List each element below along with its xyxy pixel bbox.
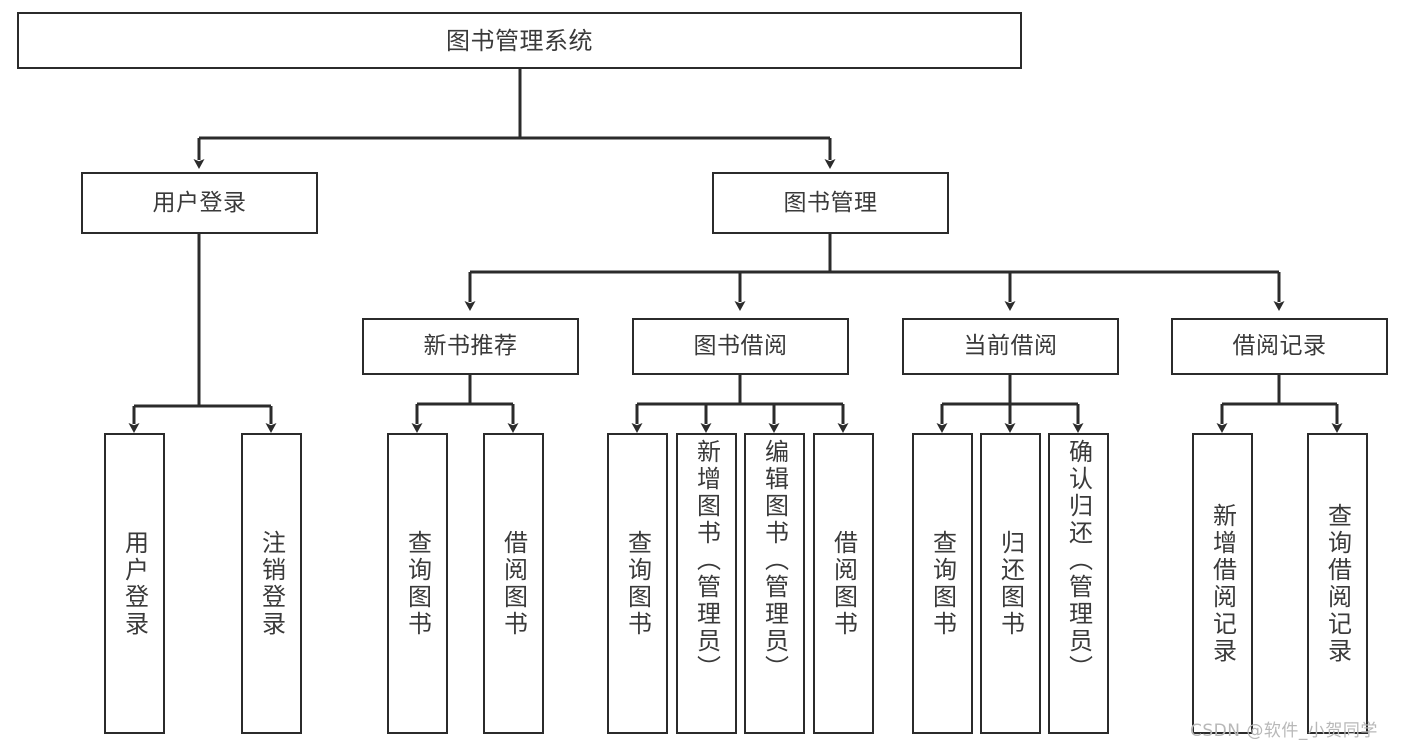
node-label: 借阅记录 bbox=[1232, 333, 1327, 359]
node-label: 确认归还（管理员） bbox=[1064, 439, 1093, 682]
leaf-borrow-add-book-admin[interactable]: 新增图书（管理员） bbox=[676, 433, 737, 734]
node-label: 借阅图书 bbox=[499, 529, 528, 638]
leaf-borrow-edit-book-admin[interactable]: 编辑图书（管理员） bbox=[744, 433, 805, 734]
node-label: 用户登录 bbox=[120, 529, 149, 638]
node-borrow-record[interactable]: 借阅记录 bbox=[1171, 318, 1388, 375]
node-label: 新书推荐 bbox=[423, 333, 518, 359]
node-label: 归还图书 bbox=[996, 529, 1025, 638]
node-label: 图书借阅 bbox=[693, 333, 788, 359]
node-label: 查询图书 bbox=[928, 529, 957, 638]
node-root-library-management-system[interactable]: 图书管理系统 bbox=[17, 12, 1022, 69]
csdn-watermark: CSDN @软件_小贺同学 bbox=[1190, 721, 1378, 741]
node-label: 查询图书 bbox=[623, 529, 652, 638]
leaf-borrow-borrow-book[interactable]: 借阅图书 bbox=[813, 433, 874, 734]
node-label: 注销登录 bbox=[257, 529, 286, 638]
node-label: 借阅图书 bbox=[829, 529, 858, 638]
node-label: 用户登录 bbox=[152, 189, 247, 216]
node-label: 当前借阅 bbox=[963, 333, 1058, 359]
leaf-record-query-record[interactable]: 查询借阅记录 bbox=[1307, 433, 1368, 734]
leaf-current-confirm-return-admin[interactable]: 确认归还（管理员） bbox=[1048, 433, 1109, 734]
leaf-current-query-book[interactable]: 查询图书 bbox=[912, 433, 973, 734]
node-label: 查询借阅记录 bbox=[1323, 502, 1352, 665]
node-label: 图书管理系统 bbox=[446, 26, 593, 55]
leaf-borrow-query-book[interactable]: 查询图书 bbox=[607, 433, 668, 734]
node-label: 新增图书（管理员） bbox=[692, 439, 721, 682]
leaf-current-return-book[interactable]: 归还图书 bbox=[980, 433, 1041, 734]
node-label: 编辑图书（管理员） bbox=[760, 439, 789, 682]
leaf-record-add-record[interactable]: 新增借阅记录 bbox=[1192, 433, 1253, 734]
node-book-management[interactable]: 图书管理 bbox=[712, 172, 949, 234]
node-label: 图书管理 bbox=[783, 189, 878, 216]
node-current-borrow[interactable]: 当前借阅 bbox=[902, 318, 1119, 375]
node-label: 新增借阅记录 bbox=[1208, 502, 1237, 665]
leaf-user-login-signin[interactable]: 用户登录 bbox=[104, 433, 165, 734]
node-book-borrow[interactable]: 图书借阅 bbox=[632, 318, 849, 375]
node-user-login[interactable]: 用户登录 bbox=[81, 172, 318, 234]
leaf-user-login-signout[interactable]: 注销登录 bbox=[241, 433, 302, 734]
node-new-book-recommend[interactable]: 新书推荐 bbox=[362, 318, 579, 375]
leaf-recommend-query-book[interactable]: 查询图书 bbox=[387, 433, 448, 734]
leaf-recommend-borrow-book[interactable]: 借阅图书 bbox=[483, 433, 544, 734]
node-label: 查询图书 bbox=[403, 529, 432, 638]
